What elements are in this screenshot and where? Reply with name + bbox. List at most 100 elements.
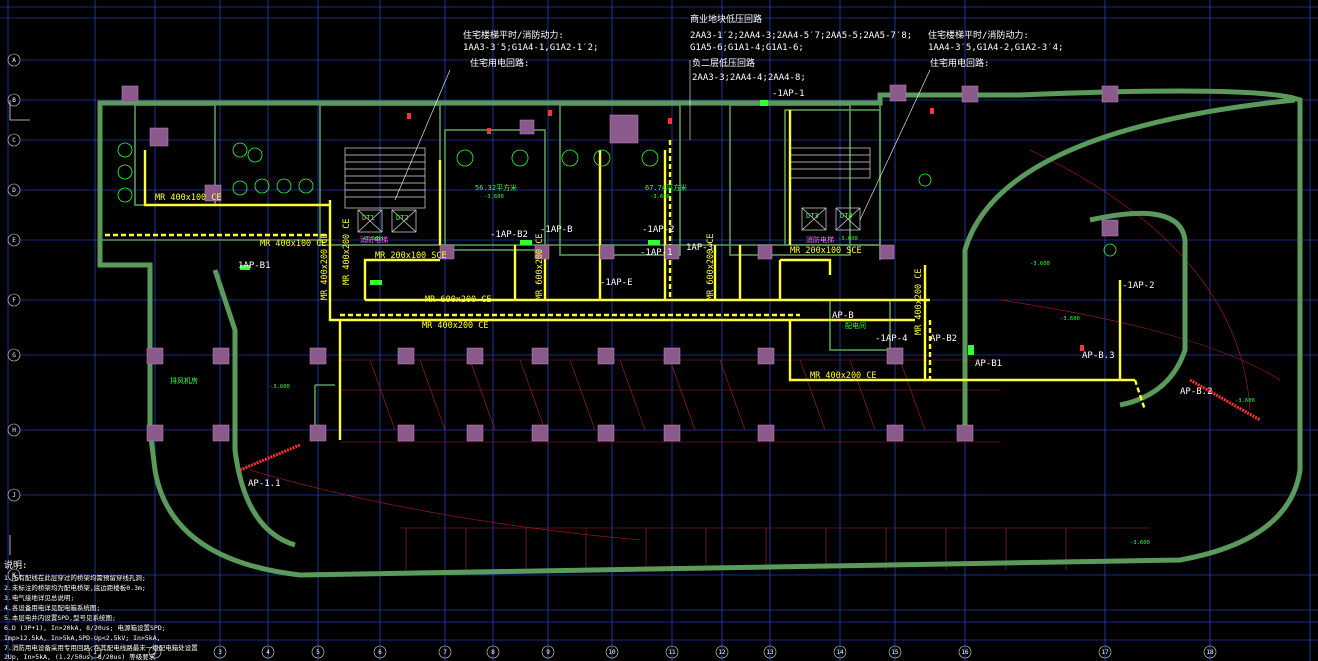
cable-trays bbox=[143, 110, 1135, 440]
stairs bbox=[344, 147, 871, 209]
design-notes: 说明: 1.所有配线在此层穿过的桥架均需预留穿线孔洞; 2.未标注的桥架均为配电… bbox=[4, 559, 198, 661]
axis-bubble-C: C bbox=[7, 133, 21, 147]
room-labels: 56.32平方米 67.74平方米 DT1 DT2 DT3 DT4 消防电梯 消… bbox=[170, 183, 866, 385]
axis-bubble-label: 15 bbox=[891, 649, 899, 656]
axis-bubble-circle bbox=[7, 133, 21, 147]
axis-bubble-12: 12 bbox=[715, 645, 729, 659]
elevation: -3.600 bbox=[270, 384, 290, 390]
room-label: 67.74平方米 bbox=[645, 183, 687, 192]
axis-bubble-G: G bbox=[7, 348, 21, 362]
axis-bubble-circle bbox=[7, 233, 21, 247]
axis-bubble-label: 7 bbox=[443, 649, 447, 656]
axis-bubble-circle bbox=[605, 645, 619, 659]
equipment-label: AP-B.2 bbox=[1180, 387, 1213, 397]
axis-bubble-circle bbox=[541, 645, 555, 659]
axis-bubble-circle bbox=[7, 488, 21, 502]
note-residential-left: 住宅楼梯平时/消防动力: 1AA3-3′5;G1A4-1,G1A2-1′2; 住… bbox=[463, 29, 598, 69]
note-line: 7.消防用电设备采用专用回路,在其配电线路最末一级配电箱处设置 bbox=[4, 643, 198, 652]
axis-bubble-label: K bbox=[12, 572, 16, 579]
axis-bubble-circle bbox=[7, 183, 21, 197]
axis-bubble-label: 10 bbox=[608, 649, 616, 656]
axis-bubble-circle bbox=[148, 645, 162, 659]
equipment-label: -1AP-E bbox=[600, 278, 633, 288]
axis-bubble-circle bbox=[486, 645, 500, 659]
axis-bubble-5: 5 bbox=[311, 645, 325, 659]
axis-bubble-16: 16 bbox=[958, 645, 972, 659]
elevation: -3.600 bbox=[1060, 316, 1080, 322]
axis-bubble-label: 2 bbox=[153, 649, 157, 656]
axis-bubble-label: 17 bbox=[1101, 649, 1109, 656]
equipment-label: AP-1.1 bbox=[248, 479, 281, 489]
note-line: 住宅用电回路: bbox=[470, 57, 529, 69]
note-line: 5.本层电井内设置SPD,型号见系统图; bbox=[4, 613, 116, 622]
equipment-label: 1AP-3 bbox=[686, 243, 713, 253]
tray-label: MR 400x200 CE bbox=[810, 371, 877, 381]
elevation: -3.600 bbox=[1130, 540, 1150, 546]
equipment-label: AP-B2 bbox=[930, 334, 957, 344]
axis-bubble-label: 13 bbox=[766, 649, 774, 656]
equipment-label: AP-B bbox=[832, 311, 854, 321]
elevator-shafts bbox=[357, 207, 861, 233]
axis-bubble-2: 2 bbox=[148, 645, 162, 659]
tray-label: MR 600x200 CE bbox=[535, 233, 545, 300]
tray-labels: MR 400x100 CE MR 400x100 CE MR 200x100 S… bbox=[155, 193, 924, 381]
room-label: 配电间 bbox=[845, 321, 866, 330]
tray-label: MR 200x100 SCE bbox=[790, 246, 862, 256]
equipment-label: AP-B1 bbox=[975, 359, 1002, 369]
note-line: 2AA3-1′2;2AA4-3;2AA4-5′7;2AA5-5;2AA5-7′8… bbox=[690, 31, 912, 41]
inner-walls bbox=[100, 100, 891, 430]
axis-bubble-label: A bbox=[12, 57, 16, 64]
tray-label: MR 200x100 SCE bbox=[375, 251, 447, 261]
axis-bubble-17: 17 bbox=[1098, 645, 1112, 659]
note-line: 住宅楼梯平时/消防动力: bbox=[928, 29, 1029, 41]
notes-title: 说明: bbox=[4, 559, 27, 571]
equipment-label: -1AP-4 bbox=[875, 334, 908, 344]
axis-bubble-6: 6 bbox=[373, 645, 387, 659]
axis-bubble-label: H bbox=[12, 427, 16, 434]
axis-bubble-F: F bbox=[7, 293, 21, 307]
leader-lines bbox=[394, 60, 931, 221]
axis-bubble-label: 8 bbox=[491, 649, 495, 656]
tray-label: MR 400x100 CE bbox=[155, 193, 222, 203]
note-line: 1AA3-3′5;G1A4-1,G1A2-1′2; bbox=[463, 43, 598, 53]
axis-bubble-circle bbox=[888, 645, 902, 659]
note-line: Imp>12.5kA, In>5kA,SPD-Up<2.5kV; In>5kA, bbox=[4, 634, 161, 642]
tray-label: MR 400x200 CE bbox=[422, 321, 489, 331]
fire-trays bbox=[105, 140, 1147, 411]
axis-bubble-D: D bbox=[7, 183, 21, 197]
note-line: 2AA3-3;2AA4-4;2AA4-8; bbox=[692, 73, 806, 83]
equipment-label: AP-B.3 bbox=[1082, 351, 1115, 361]
axis-bubble-15: 15 bbox=[888, 645, 902, 659]
axis-bubble-circle bbox=[88, 645, 102, 659]
room-label: DT3 bbox=[806, 212, 819, 220]
elevation-marks: -3.600 -3.600 -3.600 -3.600 -3.600 -3.60… bbox=[270, 194, 1255, 546]
axis-bubble-14: 14 bbox=[833, 645, 847, 659]
axis-bubble-label: 18 bbox=[1206, 649, 1214, 656]
note-line: 2.未标注的桥架均为配电桥架,底边距楼板0.3m; bbox=[4, 583, 146, 592]
note-floor2: 负二层低压回路 2AA3-3;2AA4-4;2AA4-8; bbox=[692, 57, 806, 83]
elevation: -3.600 bbox=[362, 236, 382, 242]
axis-bubble-10: 10 bbox=[605, 645, 619, 659]
room-label: DT2 bbox=[396, 214, 409, 222]
tray-label: MR 400x200 CE bbox=[342, 218, 352, 285]
equipment-label: -1AP-2 bbox=[642, 225, 675, 235]
axis-bubble-label: C bbox=[12, 137, 16, 144]
tray-label: MR 400x200 CE bbox=[320, 233, 330, 300]
axis-bubble-9: 9 bbox=[541, 645, 555, 659]
axis-bubble-circle bbox=[7, 568, 21, 582]
axis-bubble-circle bbox=[958, 645, 972, 659]
axis-bubble-label: 16 bbox=[961, 649, 969, 656]
axis-bubble-label: 3 bbox=[218, 649, 222, 656]
axis-bubble-label: G bbox=[12, 352, 16, 359]
axis-bubble-label: 6 bbox=[378, 649, 382, 656]
axis-bubble-circle bbox=[833, 645, 847, 659]
axis-bubble-8: 8 bbox=[486, 645, 500, 659]
elevation: -3.600 bbox=[1030, 261, 1050, 267]
elevation: -3.600 bbox=[1235, 398, 1255, 404]
note-line: 负二层低压回路 bbox=[692, 57, 755, 69]
equipment-label: -1AP-B2 bbox=[490, 230, 528, 240]
note-residential-right: 住宅楼梯平时/消防动力: 1AA4-3′5,G1A4-2,G1A2-3′4; 住… bbox=[928, 29, 1063, 69]
elevation: -3.600 bbox=[650, 194, 670, 200]
